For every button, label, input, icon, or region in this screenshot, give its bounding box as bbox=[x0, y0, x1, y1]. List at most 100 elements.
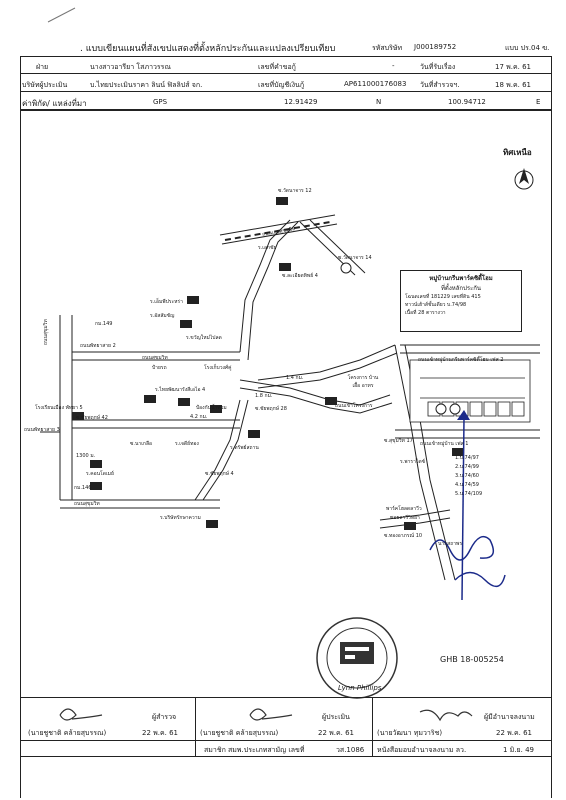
signer-signature bbox=[419, 709, 473, 722]
footer-divider-mid bbox=[20, 740, 552, 741]
received-date-label: วันที่รับเรื่อง bbox=[420, 63, 456, 71]
north-label: ทิศเหนือ bbox=[503, 148, 532, 157]
surveyor-signature bbox=[59, 708, 103, 721]
label-road-pattaya: ถนนสุขุมวิท bbox=[74, 501, 100, 507]
surveyor-name: (นายชูชาติ คล้ายสุบรรณ) bbox=[28, 729, 107, 737]
longitude: 100.94712 bbox=[448, 98, 486, 106]
request-no-label: เลขที่คำขอกู้ bbox=[258, 63, 296, 71]
pen-mark bbox=[47, 7, 76, 23]
seller-label: ฝ่าย bbox=[36, 63, 49, 71]
label-soi14: ซ.วัดนาจาร 14 bbox=[338, 255, 372, 261]
comparison-item: 1.บ.74/97 bbox=[455, 455, 479, 461]
authority-note: หนังสือมอบอำนาจลงนาม ลว. bbox=[377, 746, 467, 754]
label-thepprasit: ร.ไทยพัฒนารังสีเอไอ 4 bbox=[155, 387, 206, 393]
survey-date: 18 พ.ค. 61 bbox=[495, 81, 532, 89]
village-blocks bbox=[409, 359, 531, 423]
label-school3: ร.บริษัทรักษาความ bbox=[160, 515, 201, 521]
loan-account-label: เลขที่บัญชีเงินกู้ bbox=[258, 81, 305, 89]
received-date: 17 พ.ค. 61 bbox=[495, 63, 532, 71]
request-no: - bbox=[392, 62, 395, 70]
label-soi12: ซ.วัดนาจาร 12 bbox=[278, 188, 312, 194]
road-network bbox=[40, 214, 540, 581]
header-divider-1 bbox=[20, 56, 552, 57]
label-project-road: ถนนเข้าโครงการ bbox=[335, 403, 373, 409]
signature-scribble bbox=[429, 535, 495, 561]
coord-label: ค่าพิกัด/ แหล่งที่มา bbox=[22, 99, 87, 108]
label-temple: ร.พาราไดซ์ bbox=[400, 459, 426, 465]
legend-box: หมู่บ้านกรีนพาร์คซิตี้โฮม ที่ตั้งหลักประ… bbox=[400, 270, 522, 332]
label-m-jd: ร.เจดีย์ทอง bbox=[175, 441, 199, 447]
label-eakchai: ร.เอกชัย bbox=[258, 245, 277, 251]
label-building: ร.คอนโดเมย์ bbox=[86, 471, 114, 477]
label-km: กม.149 bbox=[95, 321, 113, 327]
member-no: วส.1086 bbox=[336, 746, 365, 754]
label-dist18: 1.8 กม. bbox=[255, 393, 273, 399]
label-market: ร.ขวัญใหม่ไปลด bbox=[186, 335, 222, 341]
loan-account: AP611000176083 bbox=[344, 80, 407, 88]
label-bus-stop: ป้ายรถ bbox=[152, 365, 167, 371]
label-road-a: ถนนสุขุมวิท bbox=[142, 355, 168, 361]
reference-number: GHB 18-005254 bbox=[440, 655, 504, 664]
signer-label: ผู้มีอำนาจลงนาม bbox=[484, 713, 535, 721]
label-hotel: ร.เอ็มพีประหร่า bbox=[150, 299, 183, 305]
survey-date-label: วันที่สำรวจฯ. bbox=[420, 81, 460, 89]
blue-arrow bbox=[461, 417, 465, 601]
north-compass bbox=[514, 168, 534, 190]
longitude-dir: E bbox=[536, 98, 541, 106]
signature-name: นายสถาพร bbox=[438, 541, 463, 547]
label-dist14: 1.4 กม. bbox=[286, 375, 304, 381]
signer-name: (นายวัฒนา ทุมวาริช) bbox=[377, 729, 443, 737]
label-village-entry2: ถนนเข้าหมู่บ้าน เฟส 1 bbox=[420, 441, 469, 447]
house-icons bbox=[72, 197, 464, 530]
label-km146: กม.146 bbox=[74, 485, 92, 491]
label-soi-pattaya: ซ.ชัยพฤกษ์ 42 bbox=[76, 415, 108, 421]
label-pattaya-road: ถนนพัทยาสาย 2 bbox=[80, 343, 116, 349]
label-project: โครงการ บ้านเอื้อ อาทร bbox=[347, 375, 379, 389]
comparison-item: 3.บ.74/60 bbox=[455, 473, 479, 479]
label-soi-pr: ซ.นาเกลือ bbox=[130, 441, 153, 447]
footer-divider-top bbox=[20, 697, 552, 698]
label-sukhumvit: ถนนสุขุมวิท bbox=[43, 319, 49, 345]
appraiser-company: บ.ไทยประเมินราคา ลินน์ ฟิลลิปส์ จก. bbox=[90, 81, 203, 89]
label-hosp: ร.ทรัพย์สถาน bbox=[230, 445, 259, 451]
stamp-brand: Lynn Phillips bbox=[338, 684, 382, 692]
company-stamp bbox=[316, 617, 398, 699]
document-title: . แบบเขียนแผนที่สังเขปแสดงที่ตั้งหลักประ… bbox=[80, 44, 336, 54]
label-rest: พาร์คโฮลดลาวีว bbox=[386, 506, 422, 512]
comparison-list: 1.บ.74/97 2.บ.74/99 3.บ.74/60 4.บ.74/59 … bbox=[455, 454, 482, 499]
seller-name: นางสาวอารียา โสภาวรรณ bbox=[90, 63, 171, 71]
header-divider-2 bbox=[20, 73, 552, 74]
appraiser-date: 22 พ.ค. 61 bbox=[318, 729, 355, 737]
legend-line3: ทาวน์เฮ้าส์ชั้นเดียว บ.74/98 bbox=[405, 302, 467, 308]
label-soi4: ซ.ละเอียดทิพย์ 4 bbox=[282, 273, 318, 279]
surveyor-label: ผู้สำรวจ bbox=[152, 713, 177, 721]
latitude: 12.91429 bbox=[284, 98, 318, 106]
surveyor-date: 22 พ.ค. 61 bbox=[142, 729, 179, 737]
footer-divider-bottom bbox=[20, 756, 552, 757]
member-note: สมาชิก สมพ.ประเภทสามัญ เลขที่ bbox=[204, 746, 305, 754]
legend-line2: โฉนดเลขที่ 181229 เลขที่ดิน 415 bbox=[405, 294, 481, 300]
label-dist42: 4.2 กม. bbox=[190, 414, 208, 420]
signer-date: 22 พ.ค. 61 bbox=[496, 729, 533, 737]
label-school2: โรงเรียนเมือง พัทยา 5 bbox=[35, 405, 83, 411]
footer-col-1 bbox=[195, 697, 196, 756]
header-divider-3 bbox=[20, 91, 552, 92]
appraiser-label: ผู้ประเมิน bbox=[322, 713, 350, 721]
comparison-markers bbox=[340, 262, 461, 415]
comparison-item: 4.บ.74/59 bbox=[455, 482, 479, 488]
label-km148: 1300 ม. bbox=[76, 453, 96, 459]
label-soi-kaew: ซ.ชัยพฤกษ์ 28 bbox=[255, 406, 287, 412]
frame-left bbox=[20, 56, 21, 798]
label-soi-n: ซ.ชัยพฤกษ์ 4 bbox=[205, 471, 234, 477]
frame-right bbox=[551, 56, 552, 798]
label-school: ร.อัสสัมชัญ bbox=[150, 313, 175, 319]
legend-line4: เนื้อที่ 28 ตารางวา bbox=[405, 310, 446, 316]
label-village-entry: ถนนเข้าหมู่บ้านกรีนพาร์คซิตี้โฮม เฟส 2 bbox=[418, 357, 504, 363]
coord-source: GPS bbox=[153, 98, 168, 106]
legend-line1: ที่ตั้งหลักประกัน bbox=[440, 285, 482, 292]
label-soi-krabi: ซ.สุขุมวิท 17 bbox=[384, 438, 413, 444]
label-soi-nong: ซ.ทองอาภรณ์ 10 bbox=[384, 533, 423, 539]
comparison-item: 2.บ.74/99 bbox=[455, 464, 479, 470]
label-bridge: ป้องกันน้ำท่วม bbox=[196, 405, 227, 411]
